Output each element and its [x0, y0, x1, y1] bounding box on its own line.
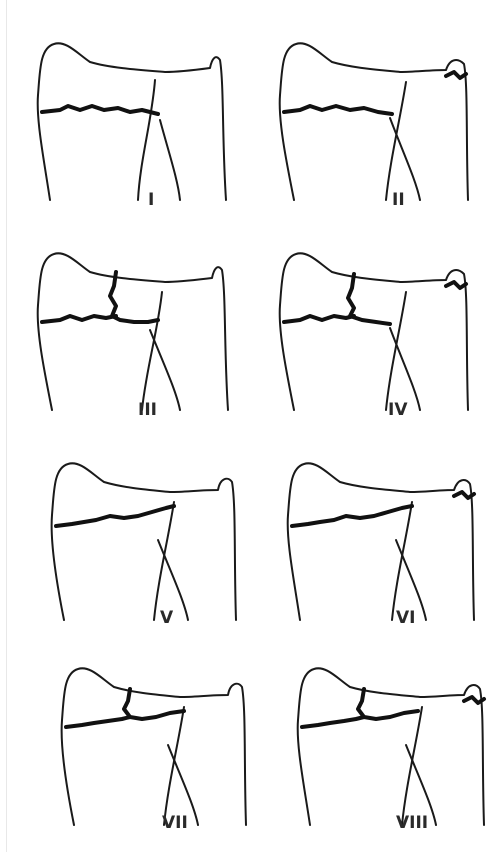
panel-type-ii: II	[270, 40, 489, 210]
fracture-line	[66, 717, 130, 727]
fracture-line	[284, 316, 354, 322]
wrist-drawing-vii	[50, 665, 270, 835]
wrist-drawing-iv	[270, 250, 489, 420]
carpal-line	[160, 120, 180, 200]
panel-label: IV	[388, 400, 407, 420]
panel-type-viii: VIII	[290, 665, 489, 835]
panel-label: VIII	[396, 813, 428, 833]
fracture-line	[56, 506, 174, 526]
radius-outline	[38, 43, 226, 200]
styloid-fracture	[446, 282, 466, 288]
panel-type-iv: IV	[270, 250, 489, 420]
radius-outline	[280, 43, 468, 200]
styloid-fracture	[446, 72, 466, 78]
radius-outline	[298, 668, 484, 825]
fracture-line	[284, 106, 392, 114]
radius-outline	[52, 463, 236, 620]
ulnar-line	[392, 502, 412, 620]
carpal-line	[150, 330, 180, 410]
wrist-drawing-viii	[290, 665, 489, 835]
ulnar-line	[164, 707, 184, 825]
ulnar-line	[386, 82, 406, 200]
wrist-drawing-vi	[280, 460, 489, 630]
radius-outline	[280, 253, 468, 410]
panel-label: III	[138, 400, 157, 420]
radius-outline	[288, 463, 474, 620]
panel-type-iii: III	[30, 250, 250, 420]
fracture-line	[42, 106, 158, 114]
panel-type-vi: VI	[280, 460, 489, 630]
wrist-drawing-iii	[30, 250, 250, 420]
ulnar-line	[402, 707, 422, 825]
panel-label: VII	[162, 813, 188, 833]
carpal-line	[390, 328, 420, 410]
fracture-line	[302, 717, 364, 727]
ulnar-line	[154, 502, 174, 620]
carpal-line	[390, 118, 420, 200]
panel-label: I	[148, 190, 154, 210]
wrist-drawing-v	[40, 460, 260, 630]
intra-articular-fracture	[348, 274, 390, 324]
panel-type-v: V	[40, 460, 260, 630]
ulnar-line	[386, 292, 406, 410]
wrist-drawing-ii	[270, 40, 489, 210]
fracture-line	[292, 506, 412, 526]
left-border-line	[6, 0, 7, 852]
panel-label: II	[392, 190, 405, 210]
panel-label: V	[160, 608, 173, 628]
panel-type-i: I	[30, 40, 250, 210]
radius-outline	[38, 253, 228, 410]
radius-outline	[62, 668, 246, 825]
ulnar-line	[138, 80, 155, 200]
panel-type-vii: VII	[50, 665, 270, 835]
wrist-drawing-i	[30, 40, 250, 210]
fracture-line	[42, 316, 116, 322]
panel-label: VI	[396, 608, 415, 628]
